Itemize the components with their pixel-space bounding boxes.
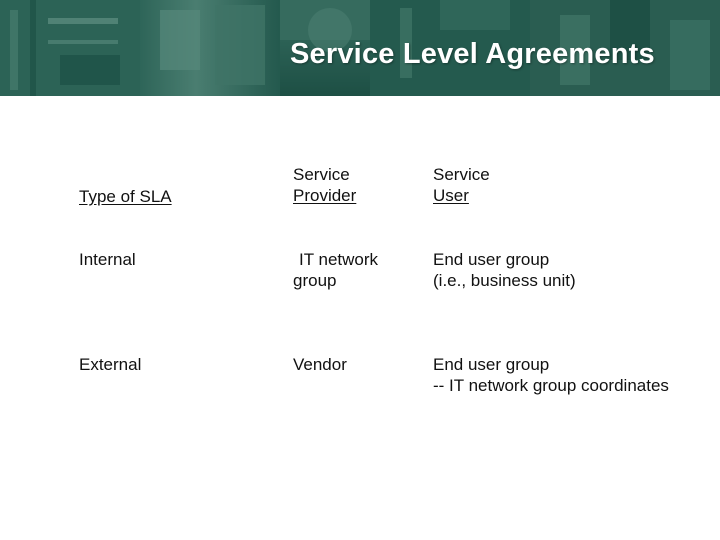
row-internal-user-line2: (i.e., business unit) <box>433 271 576 290</box>
header-provider-line2: Provider <box>293 186 357 205</box>
header-user-line1: Service <box>433 165 490 184</box>
row-internal-provider-line2: group <box>293 271 337 290</box>
row-external-provider: Vendor <box>293 355 347 374</box>
row-external-user: End user group -- IT network group coord… <box>433 354 669 396</box>
row-internal-type: Internal <box>79 250 136 269</box>
row-external-user-line2: -- IT network group coordinates <box>433 376 669 395</box>
row-internal-provider: IT network group <box>293 249 378 291</box>
header-type-of-sla: Type of SLA <box>79 187 172 206</box>
slide-title: Service Level Agreements <box>290 38 655 70</box>
header-service-user: Service User <box>433 164 490 206</box>
header-banner: Service Level Agreements <box>0 0 720 96</box>
header-user-line2: User <box>433 186 469 205</box>
header-background-image <box>0 0 720 96</box>
row-internal-provider-line1: IT network <box>299 250 379 269</box>
row-external-user-line1: End user group <box>433 355 550 374</box>
row-internal-user: End user group (i.e., business unit) <box>433 249 576 291</box>
header-service-provider: Service Provider <box>293 164 356 206</box>
row-external-type: External <box>79 355 142 374</box>
row-internal-user-line1: End user group <box>433 250 550 269</box>
header-provider-line1: Service <box>293 165 350 184</box>
